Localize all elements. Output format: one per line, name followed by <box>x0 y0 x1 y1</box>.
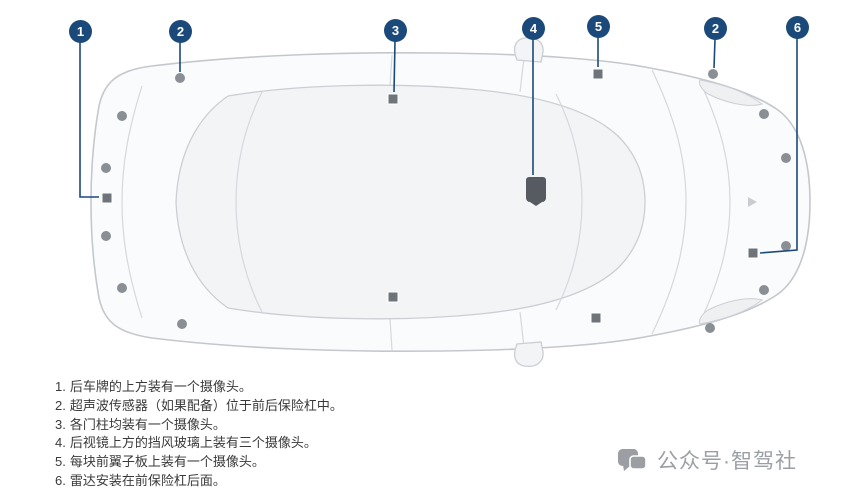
side-mirror-bottom <box>513 341 544 368</box>
leader-lines <box>79 37 798 254</box>
wechat-bubbles-icon <box>618 449 647 471</box>
note-number: 5. <box>55 454 66 470</box>
headlight-upper <box>699 79 764 106</box>
note-text: 各门柱均装有一个摄像头。 <box>69 416 226 432</box>
note-item-5: 5.每块前翼子板上装有一个摄像头。 <box>55 453 343 472</box>
callout-5: 5 <box>587 15 610 38</box>
leader-line-2-right <box>713 38 716 69</box>
car-top-view <box>79 36 811 368</box>
watermark: 公众号·智驾社 <box>616 445 797 475</box>
note-text: 每块前翼子板上装有一个摄像头。 <box>69 454 265 470</box>
pillar-camera-marker-top <box>387 93 399 105</box>
note-item-6: 6.雷达安装在前保险杠后面。 <box>55 472 343 491</box>
ultrasonic-sensor-dots <box>101 69 791 333</box>
note-text: 后车牌的上方装有一个摄像头。 <box>69 379 252 394</box>
fender-camera-marker-bottom <box>590 312 602 324</box>
callout-1: 1 <box>69 20 92 43</box>
note-number: 3. <box>55 416 66 432</box>
watermark-text: 公众号·智驾社 <box>657 450 797 473</box>
car-glasshouse <box>175 84 646 320</box>
leader-line-6 <box>759 38 798 254</box>
side-mirror-top <box>513 36 544 63</box>
headlight-lower <box>699 298 764 325</box>
leader-line-1 <box>79 42 99 198</box>
fender-camera-marker-top <box>592 68 604 80</box>
note-number: 1. <box>55 379 66 394</box>
callout-2-left: 2 <box>169 20 192 43</box>
note-number: 4. <box>55 435 66 451</box>
note-item-3: 3.各门柱均装有一个摄像头。 <box>55 416 343 435</box>
windshield-camera-housing <box>526 177 546 206</box>
note-number: 2. <box>55 397 66 413</box>
callout-2-right: 2 <box>704 17 727 40</box>
rear-camera-marker <box>101 192 113 204</box>
callout-4: 4 <box>522 17 545 40</box>
note-text: 雷达安装在前保险杠后面。 <box>69 472 226 488</box>
callout-3: 3 <box>384 19 407 42</box>
note-item-1: 1.后车牌的上方装有一个摄像头。 <box>55 378 343 397</box>
front-radar-marker <box>747 247 759 259</box>
note-text: 超声波传感器（如果配备）位于前后保险杠中。 <box>69 397 343 413</box>
note-item-4: 4.后视镜上方的挡风玻璃上装有三个摄像头。 <box>55 434 343 453</box>
brand-logo-mark <box>748 197 757 207</box>
camera-markers <box>101 68 759 324</box>
note-text: 后视镜上方的挡风玻璃上装有三个摄像头。 <box>69 435 317 451</box>
callout-6: 6 <box>786 16 809 39</box>
note-number: 6. <box>55 472 66 488</box>
leader-line-3 <box>393 40 396 93</box>
note-item-2: 2.超声波传感器（如果配备）位于前后保险杠中。 <box>55 397 343 416</box>
sensor-notes: 1.后车牌的上方装有一个摄像头。 2.超声波传感器（如果配备）位于前后保险杠中。… <box>55 378 343 491</box>
pillar-camera-marker-bottom <box>387 291 399 303</box>
